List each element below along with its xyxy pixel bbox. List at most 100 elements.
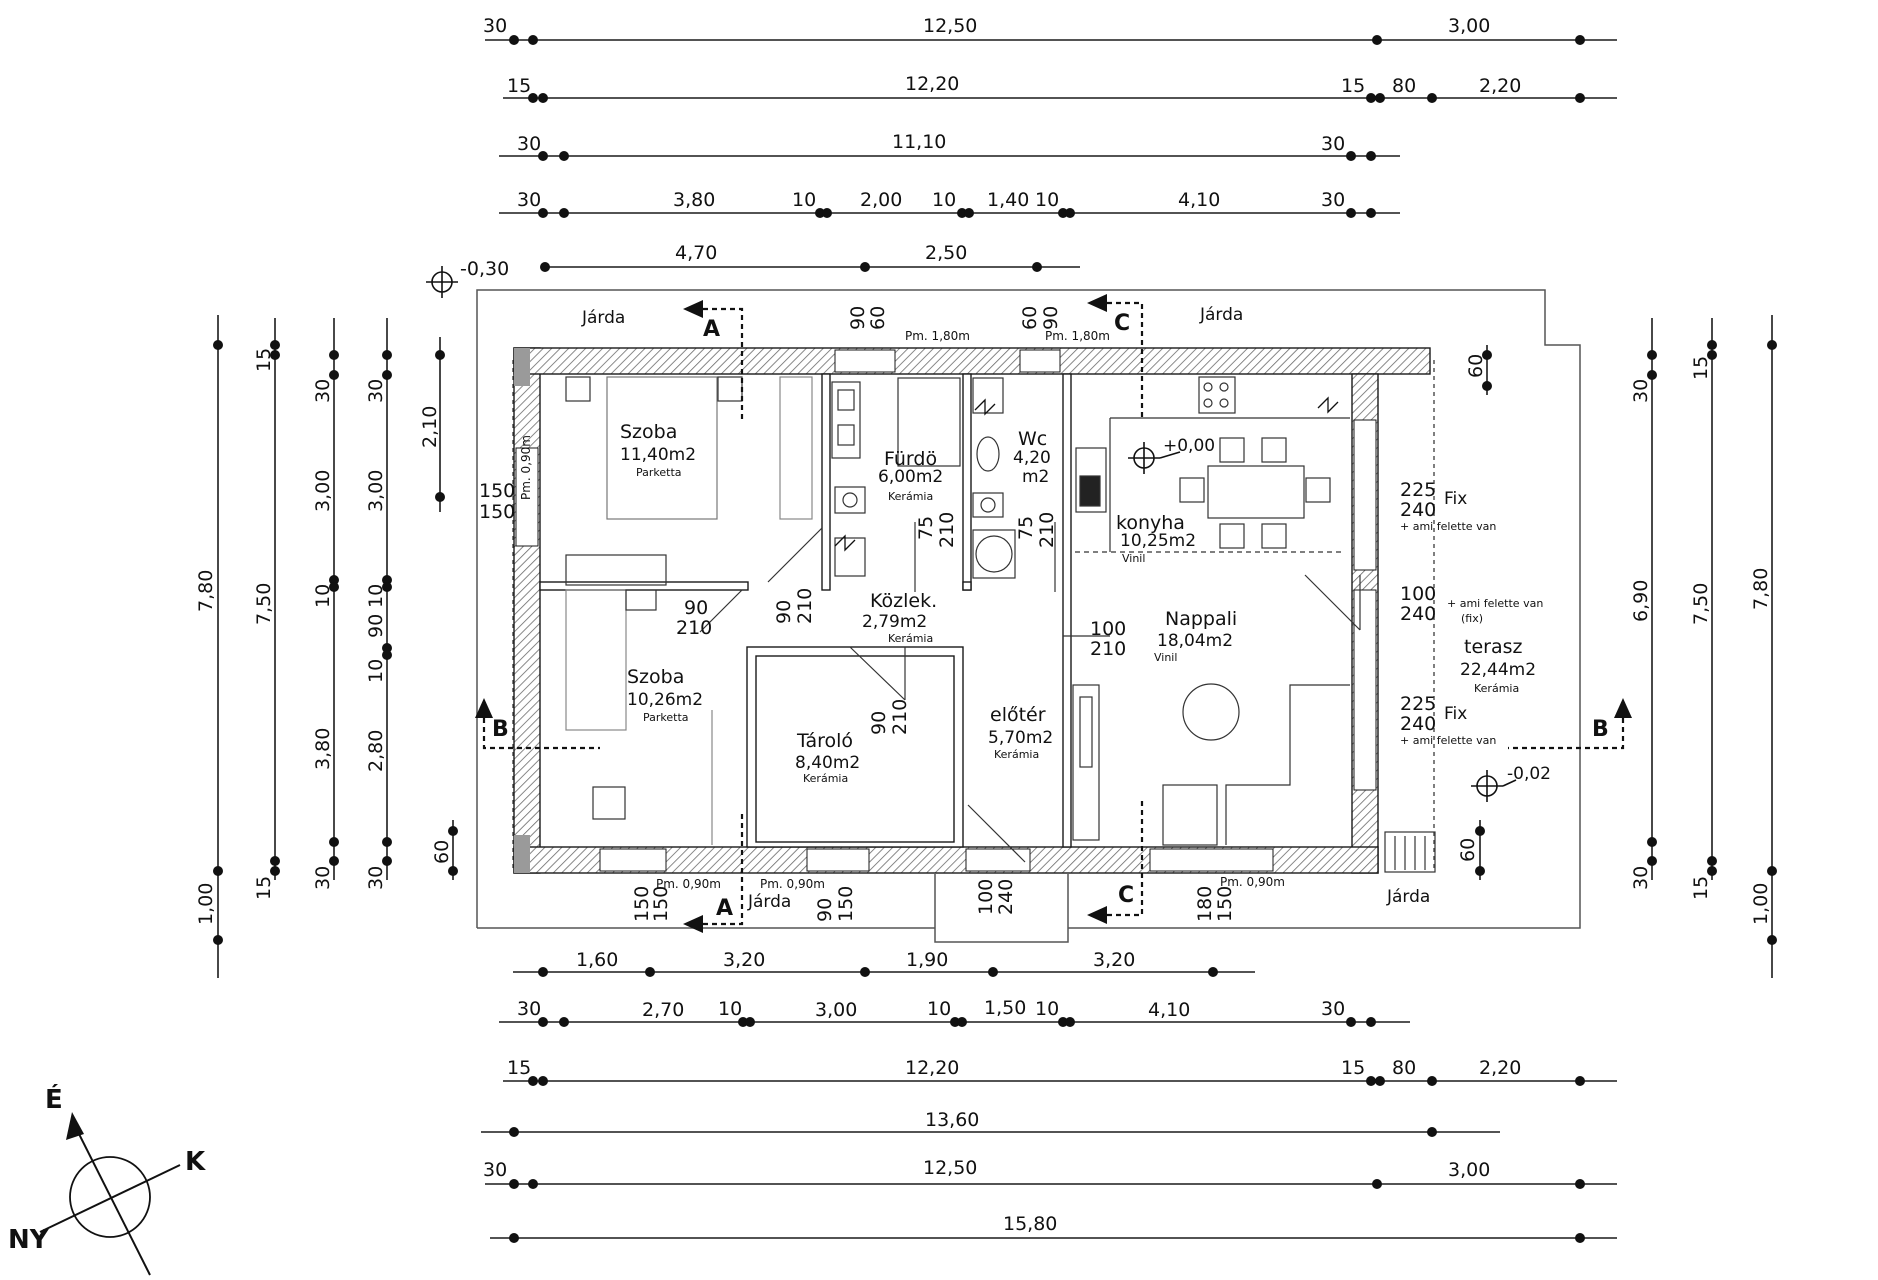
door-2a: 90	[773, 600, 795, 624]
dim-b1-1: 3,20	[723, 949, 765, 971]
room-material: Kerámia	[994, 748, 1039, 761]
dim-t4-4: 10	[932, 189, 956, 211]
compass-north: É	[45, 1083, 63, 1115]
dim-r1-0: 60	[1465, 354, 1487, 378]
right-dimension-ticks	[1475, 340, 1777, 945]
dim-b2-7: 4,10	[1148, 999, 1190, 1021]
dim-b2-8: 30	[1321, 998, 1345, 1020]
door-1a: 90	[684, 597, 708, 619]
section-a-top: A	[703, 317, 720, 342]
walkway-labels: Járda Járda Járda Járda	[581, 305, 1430, 912]
dim-t1-2: 3,00	[1448, 15, 1490, 37]
room-furdo: Fürdö 6,00m2 Kerámia	[878, 448, 943, 503]
room-konyha: konyha 10,25m2 Vinil	[1116, 512, 1196, 565]
dim-r2-2: 30	[1630, 866, 1652, 890]
section-labels: A A B B C C	[492, 311, 1609, 921]
section-lines	[482, 301, 1625, 926]
dim-t4-3: 2,00	[860, 189, 902, 211]
room-material: Kerámia	[803, 772, 848, 785]
room-name: előtér	[990, 704, 1046, 726]
dim-l2-0: 15	[253, 348, 275, 372]
dim-l3-1: 3,00	[312, 470, 334, 512]
dim-r2-1: 6,90	[1630, 580, 1652, 622]
room-eloter: előtér 5,70m2 Kerámia	[988, 704, 1053, 761]
dim-t4-1: 3,80	[673, 189, 715, 211]
dim-t4-8: 30	[1321, 189, 1345, 211]
level-terrace: -0,02	[1507, 764, 1551, 784]
walkway-top-right: Járda	[1199, 305, 1243, 325]
room-name: Közlek.	[870, 590, 937, 612]
top-dimension-chains	[485, 39, 1617, 268]
dim-l3-4: 30	[312, 866, 334, 890]
dim-t3-1: 11,10	[892, 131, 946, 153]
dim-b4-0: 13,60	[925, 1109, 979, 1131]
room-area: 10,26m2	[627, 690, 703, 710]
dim-t5-1: 4,70	[675, 242, 717, 264]
dim-t1-0: 30	[483, 15, 507, 37]
dim-r3-0: 15	[1690, 356, 1712, 380]
room-kozlek: Közlek. 2,79m2 Kerámia	[862, 590, 937, 645]
win-right-1b: 240	[1400, 499, 1436, 521]
win-right-2b: 240	[1400, 603, 1436, 625]
win-right-3b: 240	[1400, 713, 1436, 735]
section-arrows	[475, 294, 1632, 933]
room-name: konyha	[1116, 512, 1185, 534]
dim-b2-5: 1,50	[984, 997, 1026, 1019]
compass-east-line	[39, 1164, 181, 1233]
compass-west: NY	[8, 1225, 50, 1255]
win-right-1c: Fix	[1444, 489, 1467, 509]
win-left-b: 150	[479, 501, 515, 523]
win-top-1b: 60	[867, 306, 889, 330]
door-6b: 210	[1090, 638, 1126, 660]
dim-b3-1: 12,20	[905, 1057, 959, 1079]
door-5a: 90	[868, 711, 890, 735]
dim-l2-2: 15	[253, 876, 275, 900]
compass-rose: É K NY	[8, 1083, 206, 1276]
dim-t3-0: 30	[517, 133, 541, 155]
compass-east: K	[185, 1147, 206, 1177]
dim-b2-1: 2,70	[642, 999, 684, 1021]
room-tarolo: Tároló 8,40m2 Kerámia	[795, 730, 860, 785]
furniture	[565, 376, 1436, 873]
dim-t2-3: 80	[1392, 75, 1416, 97]
dim-b1-2: 1,90	[906, 949, 948, 971]
door-4b: 210	[1036, 512, 1058, 548]
win-right-3d: + ami felette van	[1400, 734, 1496, 747]
dim-r4-1: 1,00	[1750, 883, 1772, 925]
win-top-1c: Pm. 1,80m	[905, 329, 970, 343]
door-3a: 75	[915, 516, 937, 540]
door-1b: 210	[676, 617, 712, 639]
dim-b2-4: 10	[927, 998, 951, 1020]
dim-l1-1: 1,00	[195, 883, 217, 925]
electrical-symbols	[834, 396, 1339, 552]
win-right-2c: + ami felette van	[1447, 597, 1543, 610]
section-c-top: C	[1114, 311, 1130, 336]
room-material: Kerámia	[888, 490, 933, 503]
top-dimension-ticks	[509, 35, 1585, 272]
left-dimension-text: 7,80 1,00 15 7,50 15 30 3,00 10 3,80 30 …	[195, 348, 453, 925]
win-bot-1c: Pm. 0,90m	[656, 877, 721, 891]
door-5b: 210	[889, 699, 911, 735]
right-dimension-text: 60 60 30 6,90 30 15 7,50 15 7,80 1,00	[1457, 354, 1772, 925]
walkway-bottom-right: Járda	[1386, 887, 1430, 907]
door-swings	[699, 522, 1361, 863]
dim-t2-2: 15	[1341, 75, 1365, 97]
room-area: 10,25m2	[1120, 531, 1196, 551]
level-outside: -0,30	[460, 258, 509, 280]
dim-l5-0: 2,10	[419, 406, 441, 448]
dim-t4-7: 4,10	[1178, 189, 1220, 211]
room-area: 2,79m2	[862, 612, 927, 632]
win-bot-3a: 100	[975, 879, 997, 915]
room-name: Tároló	[796, 730, 853, 752]
dim-r3-2: 15	[1690, 876, 1712, 900]
dim-b3-4: 2,20	[1479, 1057, 1521, 1079]
site-outline	[476, 289, 1581, 943]
room-area: 11,40m2	[620, 445, 696, 465]
door-6a: 100	[1090, 618, 1126, 640]
dim-t1-1: 12,50	[923, 15, 977, 37]
dim-t4-5: 1,40	[987, 189, 1029, 211]
dim-b2-2: 10	[718, 998, 742, 1020]
room-name: Fürdö	[884, 448, 937, 470]
left-dimension-chains	[217, 315, 454, 978]
